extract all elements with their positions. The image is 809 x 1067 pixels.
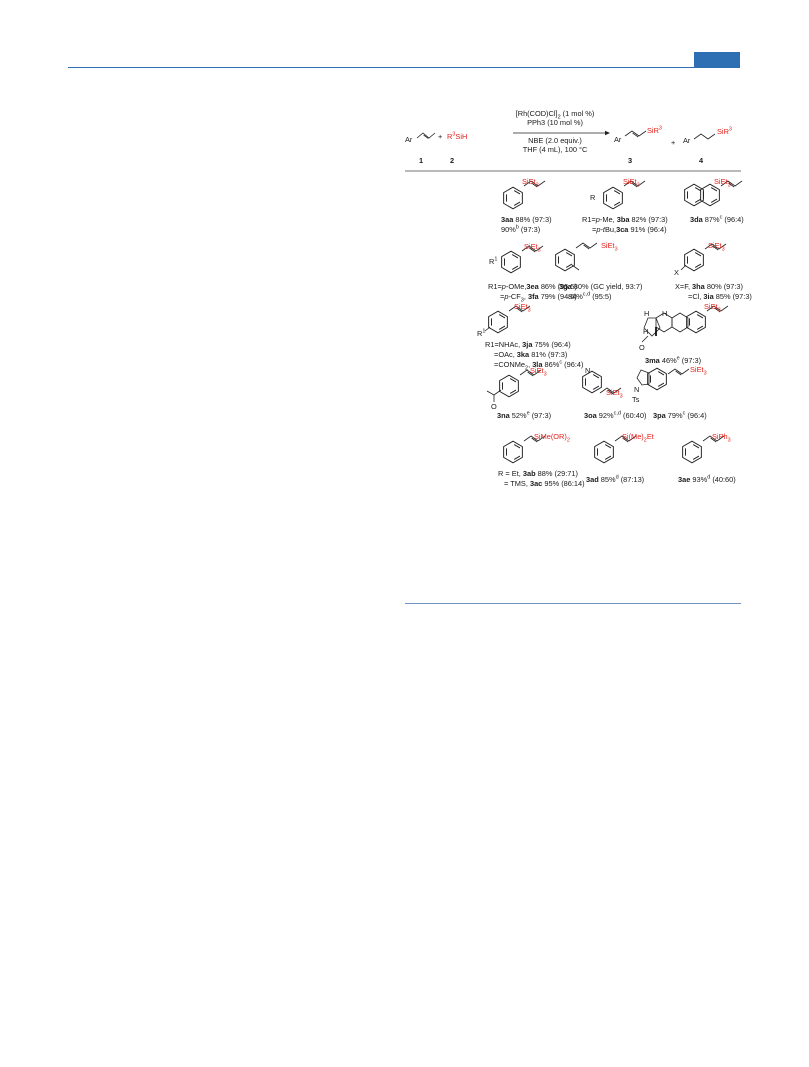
silyl-3ab: SiMe(OR)2 [534, 432, 570, 444]
header-rule [68, 67, 740, 68]
plus-sign: + [438, 132, 443, 141]
entry-3da: 3da 87%c (96:4) [690, 214, 744, 224]
byproduct-si: SiR [717, 127, 729, 136]
entry-3ha: X=F, 3ha 80% (97:3) [675, 282, 744, 291]
silyl-3ga: SiEt3 [601, 241, 618, 253]
atom-h1-3ma: H [644, 309, 650, 318]
entry-3ab: R = Et, 3ab 88% (29:71) [498, 469, 578, 478]
entry-3pa: 3pa 79%c (96:4) [653, 410, 707, 420]
cond1-sub: 2 [557, 114, 561, 121]
silyl-3ea: SiEt3 [524, 242, 541, 254]
atom-n-3oa: N [585, 366, 591, 375]
reaction-equation [405, 130, 741, 172]
compound-number-2: 2 [450, 156, 455, 165]
structure-3ja [484, 305, 531, 334]
catalyst-label: [Rh(COD)Cl]2 (1 mol %) [500, 109, 610, 121]
structure-3na [486, 369, 542, 402]
header-tab [694, 52, 740, 67]
entry-3na: 3na 52%e (97:3) [497, 410, 552, 420]
entry-3ga: 3ga 80% (GC yield, 93:7) [559, 282, 643, 291]
compound-number-1: 1 [419, 156, 424, 165]
atom-x-3ha: X [674, 268, 679, 277]
entry-3ac: = TMS, 3ac 95% (86:14) [504, 479, 585, 488]
product-si: SiR [647, 126, 659, 135]
silane-r: R [447, 132, 453, 141]
entry-3ae: 3ae 93%d (40:60) [678, 474, 736, 484]
entry-3ba: R1=p-Me, 3ba 82% (97:3) [582, 215, 668, 224]
atom-o-3ma: O [639, 343, 645, 352]
atom-o-3na: O [491, 402, 497, 411]
structure-3pa [636, 367, 690, 391]
entry-3ka: =OAc, 3ka 81% (97:3) [494, 350, 568, 359]
scheme-bottom-rule [405, 603, 741, 604]
structure-3ma [641, 305, 729, 343]
silyl-3aa: SiEt3 [522, 177, 539, 189]
byproduct-sup: 3 [728, 126, 732, 133]
entry-3ga-cd: 84%c,d (95:5) [568, 291, 612, 301]
silyl-3ae: SiPh3 [712, 432, 731, 444]
atom-n-3pa: N [634, 385, 640, 394]
structure-drawings [405, 130, 743, 464]
silyl-3na: SiEt3 [530, 366, 547, 378]
entry-3ia: =Cl, 3ia 85% (97:3) [688, 292, 752, 301]
product-silyl: SiR3 [647, 126, 662, 136]
atom-h2-3ma: H [662, 309, 668, 318]
product-sup: 3 [658, 125, 662, 132]
silyl-3ma: SiEt3 [704, 302, 721, 314]
silane-tail: SiH [455, 132, 468, 141]
silyl-3da: SiEt3 [714, 177, 731, 189]
entry-3ea: R1=p-OMe,3ea 86% (95:5) [488, 282, 577, 291]
reactant-ar: Ar [405, 135, 413, 144]
structure-3ha [680, 243, 727, 272]
entry-3aa: 3aa 88% (97:3) [501, 215, 552, 224]
atom-r-3ba: R [590, 193, 596, 202]
silyl-3oa: SiEt3 [606, 388, 623, 400]
silane-sup: 3 [452, 131, 456, 138]
atom-ts-3pa: Ts [632, 395, 640, 404]
compound-number-4: 4 [699, 156, 704, 165]
entry-3la: =CONMe2, 3la 86%c (96:4) [494, 359, 584, 372]
entry-3ad: 3ad 85%d (87:13) [586, 474, 645, 484]
silane-reagent: R3SiH [447, 132, 467, 142]
entry-3ja: R1=NHAc, 3ja 75% (96:4) [485, 340, 571, 349]
cond1-post: (1 mol %) [560, 109, 595, 118]
reaction-scheme: Ar + R3SiH [Rh(COD)Cl]2 (1 mol %) PPh3 (… [405, 100, 752, 510]
byproduct-ar: Ar [683, 136, 691, 145]
byproduct-silyl: SiR3 [717, 127, 732, 137]
silyl-3ja: SiEt3 [514, 302, 531, 314]
compound-number-3: 3 [628, 156, 633, 165]
product-ar: Ar [614, 135, 622, 144]
silyl-3ad: Si(Me)2Et [622, 432, 654, 444]
silyl-3ha: SiEt3 [708, 241, 725, 253]
entry-3ca: =p-tBu,3ca 91% (96:4) [592, 225, 667, 234]
plus-sign-2: + [671, 138, 676, 147]
additive-label: NBE (2.0 equiv.) [528, 136, 582, 145]
entry-3fa: =p-CF3, 3fa 79% (94:6) [500, 292, 577, 304]
ligand-label: PPh3 (10 mol %) [527, 118, 583, 127]
entry-3ma: 3ma 46%e (97:3) [645, 355, 702, 365]
structure-3ga [555, 242, 598, 272]
entry-3oa: 3oa 92%c,d (60:40) [584, 410, 647, 420]
silyl-3pa: SiEt3 [690, 365, 707, 377]
atom-r1-3ja: R1 [477, 328, 486, 338]
silyl-3ba: SiEt3 [623, 177, 640, 189]
entry-3aa-b: 90%b (97:3) [501, 224, 541, 234]
solvent-label: THF (4 mL), 100 °C [522, 145, 588, 154]
atom-r1-3ea: R1 [489, 256, 498, 266]
cond1-pre: [Rh(COD)Cl] [515, 109, 558, 118]
atom-h3-3ma: H [643, 327, 649, 336]
